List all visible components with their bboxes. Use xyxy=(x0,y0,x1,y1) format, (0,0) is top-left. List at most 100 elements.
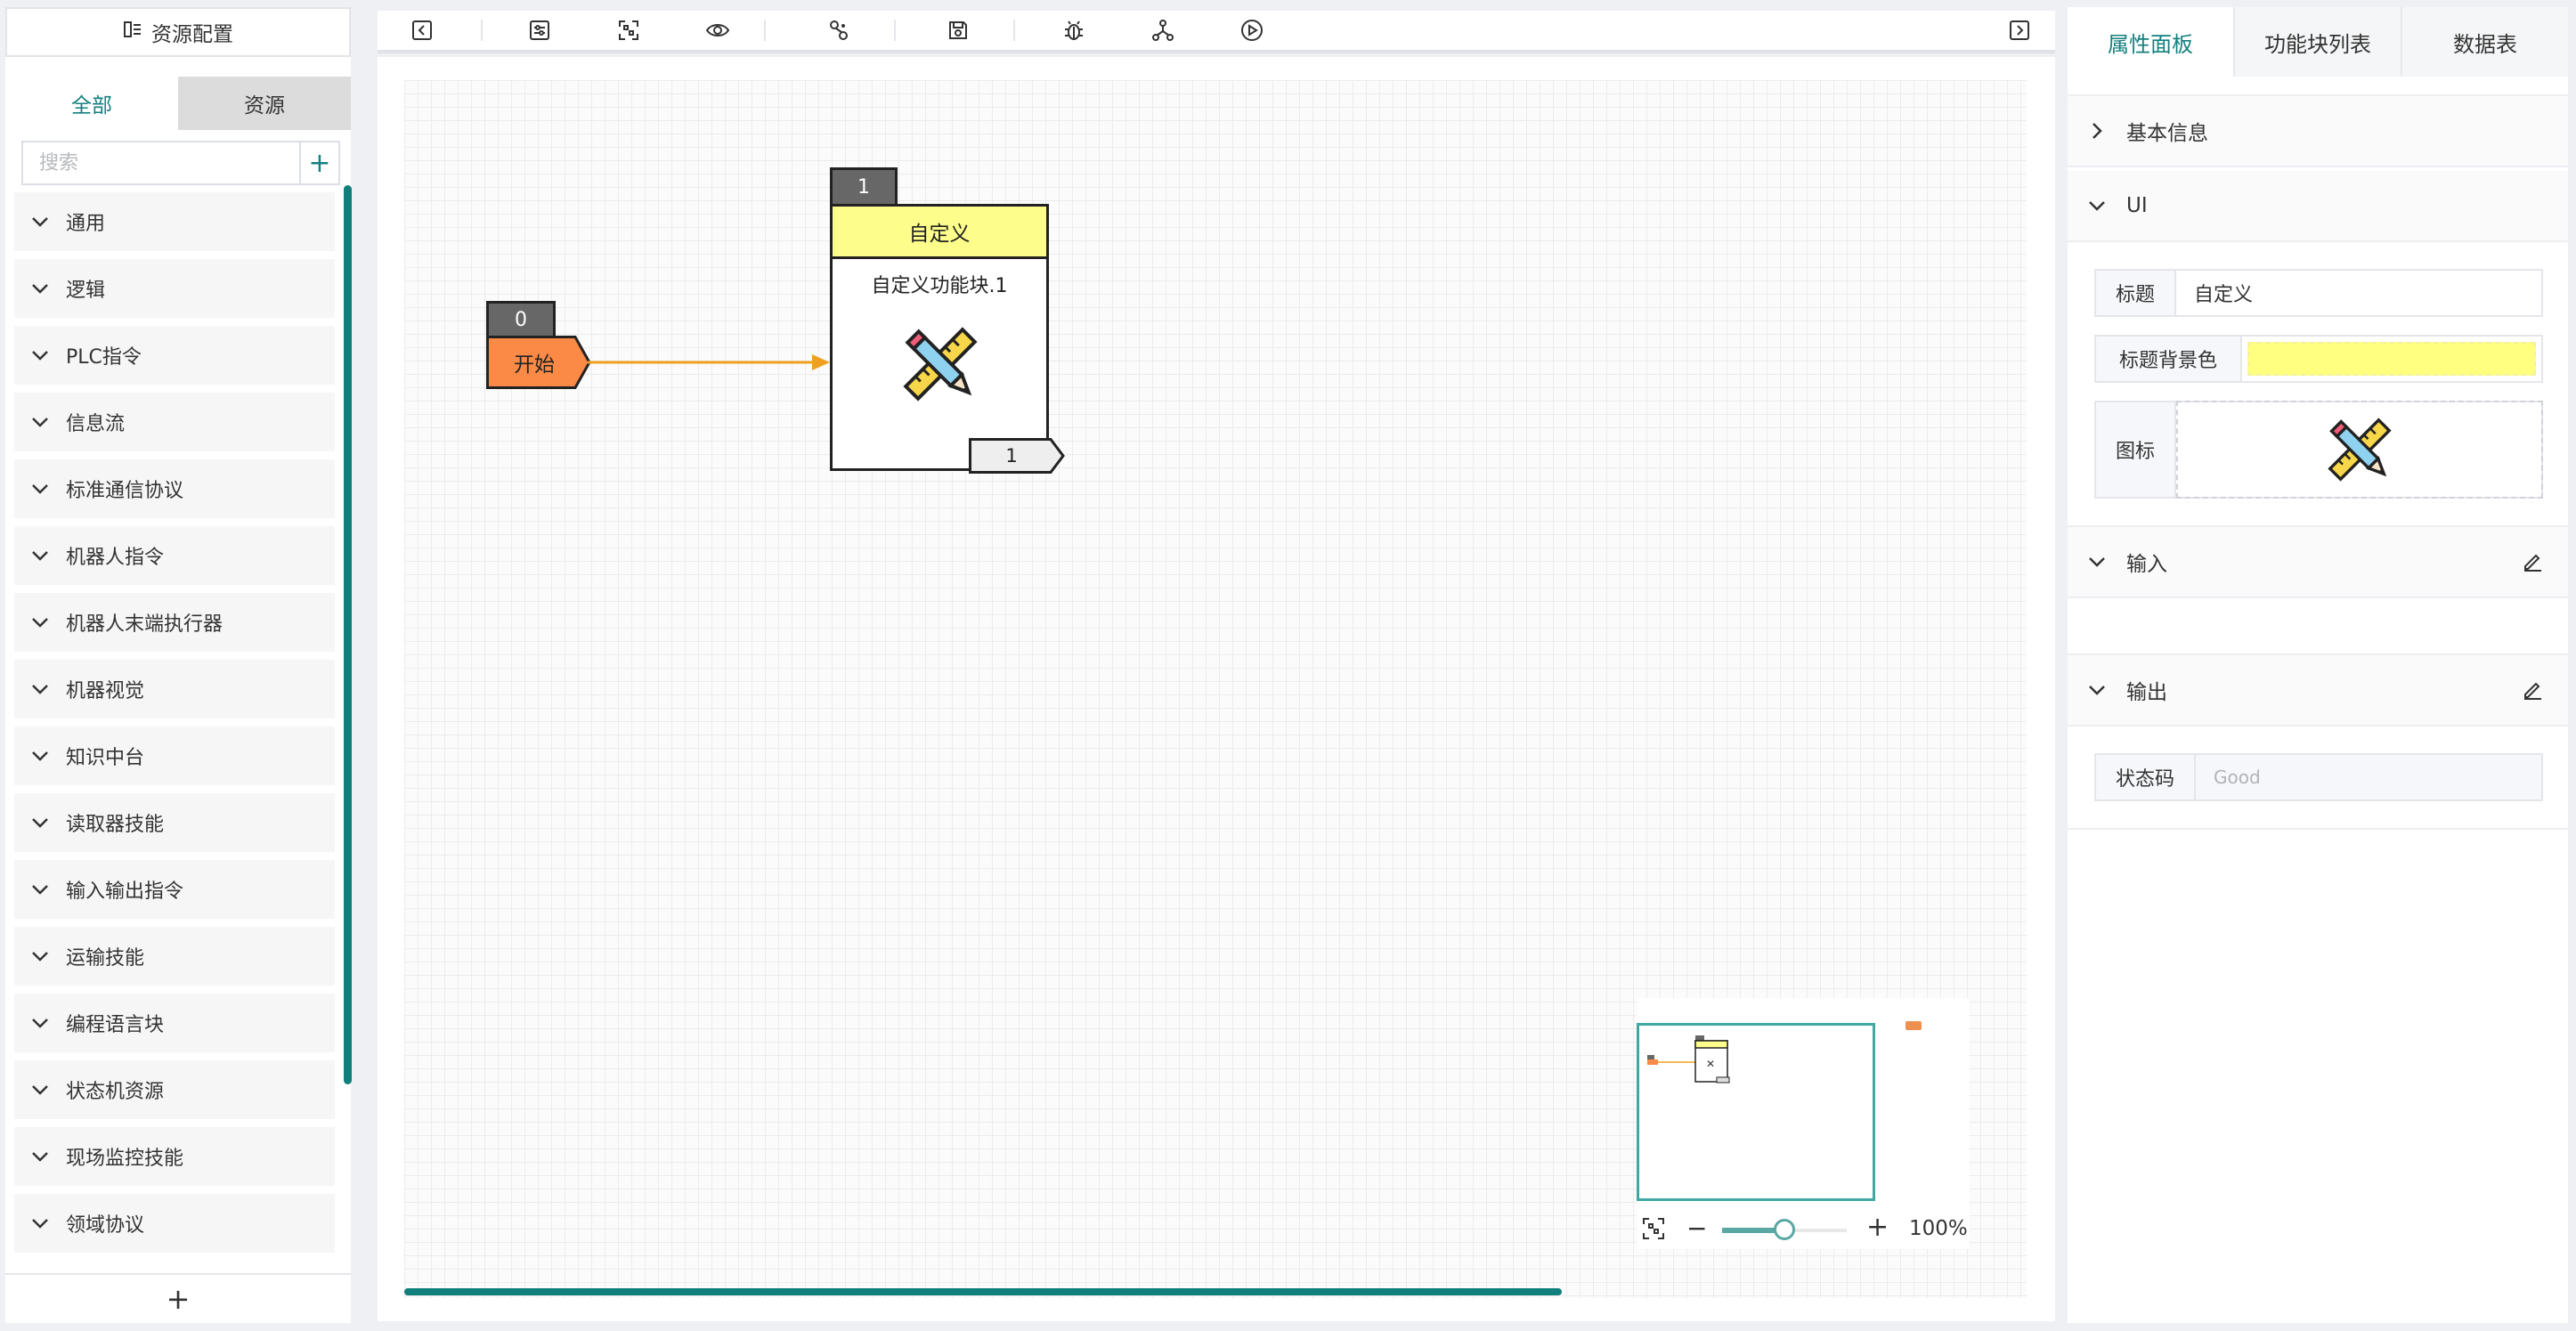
category-label: 知识中台 xyxy=(66,747,145,769)
title-field: 标题 自定义 xyxy=(2094,269,2543,317)
pencil-ruler-icon xyxy=(2328,418,2392,482)
tab-function-blocks[interactable]: 功能块列表 xyxy=(2235,7,2402,77)
category-label: 运输技能 xyxy=(66,947,145,970)
chevron-down-icon xyxy=(14,482,66,496)
chevron-down-icon xyxy=(14,348,66,362)
zoom-out-icon[interactable]: − xyxy=(1686,1213,1708,1243)
start-node[interactable]: 开始 xyxy=(486,336,591,393)
category-label: 领域协议 xyxy=(66,1214,145,1237)
chevron-down-icon xyxy=(14,1016,66,1030)
category-item[interactable]: 编程语言块 xyxy=(14,994,335,1052)
function-node[interactable]: 自定义 自定义功能块.1 xyxy=(830,204,1049,471)
add-resource-button[interactable]: + xyxy=(299,141,340,185)
section-input-title: 输入 xyxy=(2126,553,2167,576)
category-item[interactable]: 读取器技能 xyxy=(14,793,335,852)
zoom-slider-handle[interactable] xyxy=(1774,1219,1795,1240)
title-field-input[interactable]: 自定义 xyxy=(2194,284,2254,306)
status-code-field: 状态码 Good xyxy=(2094,753,2543,801)
start-node-label: 开始 xyxy=(514,353,555,377)
chevron-down-icon xyxy=(14,548,66,563)
fit-view-icon[interactable] xyxy=(616,18,641,43)
zoom-controls: − + 100% xyxy=(1637,1212,1970,1247)
tab-data-table[interactable]: 数据表 xyxy=(2453,31,2517,57)
edit-output-icon[interactable] xyxy=(2522,678,2543,705)
add-category-button[interactable]: + xyxy=(5,1273,351,1323)
canvas-horizontal-scrollbar[interactable] xyxy=(404,1288,1562,1295)
category-item[interactable]: PLC指令 xyxy=(14,326,335,385)
category-label: 读取器技能 xyxy=(66,814,165,836)
category-item[interactable]: 通用 xyxy=(14,192,335,251)
minimap-viewport[interactable]: ✕ xyxy=(1637,1023,1875,1201)
category-item[interactable]: 知识中台 xyxy=(14,726,335,785)
category-item[interactable]: 运输技能 xyxy=(14,927,335,986)
title-bg-color-picker[interactable] xyxy=(2247,342,2536,376)
minimap[interactable]: ✕ − + 100% xyxy=(1637,998,1970,1249)
resource-tabs: 全部 资源 xyxy=(5,77,351,130)
chevron-right-icon xyxy=(2068,121,2126,141)
icon-upload-box[interactable] xyxy=(2176,401,2543,499)
category-item[interactable]: 机器人指令 xyxy=(14,526,335,585)
category-label: 机器视觉 xyxy=(66,680,145,702)
category-item[interactable]: 现场监控技能 xyxy=(14,1127,335,1186)
chevron-down-icon xyxy=(2068,683,2126,697)
section-ui[interactable]: UI xyxy=(2068,171,2568,242)
search-row: + xyxy=(21,141,340,185)
category-item[interactable]: 逻辑 xyxy=(14,259,335,318)
save-icon[interactable] xyxy=(946,18,971,43)
zoom-level: 100% xyxy=(1909,1217,1968,1240)
category-item[interactable]: 领域协议 xyxy=(14,1194,335,1253)
chevron-down-icon xyxy=(14,215,66,229)
section-input[interactable]: 输入 xyxy=(2068,525,2568,598)
config-icon xyxy=(123,20,142,45)
fit-view-icon[interactable] xyxy=(1642,1217,1665,1246)
connector-edge[interactable] xyxy=(588,351,833,374)
run-play-icon[interactable] xyxy=(1239,18,1264,43)
minimap-offscreen-node xyxy=(1906,1021,1922,1030)
zoom-in-icon[interactable]: + xyxy=(1866,1212,1889,1243)
preview-eye-icon[interactable] xyxy=(705,18,730,43)
settings-sliders-icon[interactable] xyxy=(527,18,552,43)
link-nodes-icon[interactable] xyxy=(826,18,851,43)
category-item[interactable]: 标准通信协议 xyxy=(14,459,335,518)
chevron-down-icon xyxy=(14,615,66,629)
status-code-input[interactable]: Good xyxy=(2196,755,2541,799)
chevron-down-icon xyxy=(2068,555,2126,569)
category-item[interactable]: 状态机资源 xyxy=(14,1060,335,1119)
tab-resources[interactable]: 资源 xyxy=(178,77,351,130)
section-output[interactable]: 输出 xyxy=(2068,653,2568,726)
category-item[interactable]: 信息流 xyxy=(14,393,335,451)
chevron-down-icon xyxy=(14,749,66,763)
chevron-down-icon xyxy=(14,682,66,696)
category-item[interactable]: 机器人末端执行器 xyxy=(14,593,335,652)
category-label: 机器人指令 xyxy=(66,547,165,569)
zoom-slider-fill xyxy=(1722,1228,1784,1233)
flow-canvas[interactable]: 0 开始 1 自定义 自定义功能块.1 xyxy=(378,57,2055,1321)
panel-header: 资源配置 xyxy=(5,7,351,57)
collapse-right-icon[interactable] xyxy=(2007,18,2032,43)
category-label: 通用 xyxy=(66,213,106,235)
category-scrollbar[interactable] xyxy=(344,185,352,1084)
network-nodes-icon[interactable] xyxy=(1150,18,1175,43)
debug-bug-icon[interactable] xyxy=(1061,18,1086,43)
category-item[interactable]: 输入输出指令 xyxy=(14,860,335,919)
panel-title: 资源配置 xyxy=(151,23,233,46)
right-tabs: 属性面板 功能块列表 数据表 xyxy=(2068,7,2568,77)
chevron-down-icon xyxy=(14,949,66,963)
chevron-down-icon xyxy=(14,1216,66,1230)
chevron-down-icon xyxy=(2068,199,2126,213)
category-item[interactable]: 机器视觉 xyxy=(14,660,335,718)
collapse-left-icon[interactable] xyxy=(410,18,435,43)
edit-input-icon[interactable] xyxy=(2522,550,2543,577)
tab-all[interactable]: 全部 xyxy=(5,77,178,130)
title-bg-label: 标题背景色 xyxy=(2096,337,2242,381)
canvas-toolbar xyxy=(378,11,2055,53)
section-output-title: 输出 xyxy=(2126,681,2167,704)
section-basic-info[interactable]: 基本信息 xyxy=(2068,94,2568,167)
output-port[interactable]: 1 xyxy=(969,438,1067,477)
category-label: 状态机资源 xyxy=(66,1081,165,1103)
tab-properties[interactable]: 属性面板 xyxy=(2068,7,2235,77)
search-input[interactable] xyxy=(21,141,299,185)
pencil-ruler-icon xyxy=(897,321,984,411)
function-node-name: 自定义功能块.1 xyxy=(871,275,1008,297)
category-label: 信息流 xyxy=(66,413,126,435)
